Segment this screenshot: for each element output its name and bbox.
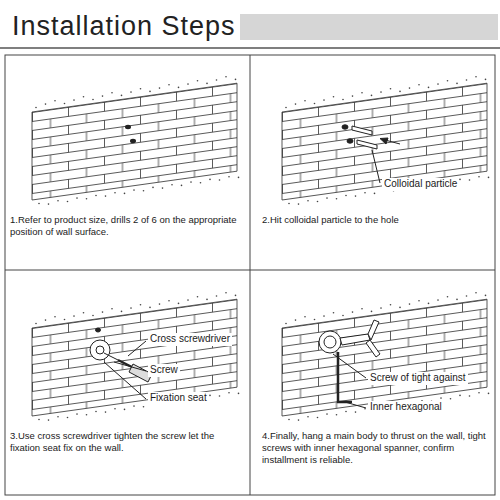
panel-divider [5,270,495,271]
part-label: Fixation seat [148,392,209,405]
part-label: Cross screwdriver [148,333,232,346]
wall-plugs [342,125,400,183]
brick-wall [32,83,237,200]
wall-texture [35,76,489,421]
part-label: Screw [148,364,180,377]
header-rule [0,47,500,49]
panel-frame [5,55,495,495]
step-caption: 1.Refer to product size, drills 2 of 6 o… [10,214,246,238]
part-label: Inner hexagonal [368,401,444,414]
part-label: Screw of tight against [368,372,468,385]
step-caption: 2.Hit colloidal particle to the hole [262,214,492,226]
part-label: Colloidal particle [382,178,459,191]
panel-divider [250,55,251,495]
header-bar [240,14,498,40]
hook-body [319,320,380,408]
drill-holes [125,125,136,143]
page-title: Installation Steps [12,10,236,44]
brick-wall [32,299,237,416]
brick-wall [282,299,487,416]
step-caption: 4.Finally, hang a main body to thrust on… [262,430,492,466]
brick-wall [282,83,487,200]
step-caption: 3.Use cross screwdriver tighten the scre… [10,430,246,454]
screwdriver-assembly [90,328,152,399]
